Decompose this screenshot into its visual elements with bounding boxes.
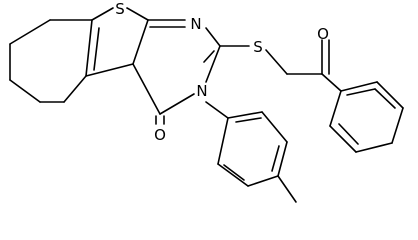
bond <box>132 63 161 115</box>
atom-label-n-upper: N <box>190 15 201 33</box>
atom-label-o-carbonyl: O <box>154 126 166 144</box>
bond <box>265 49 288 75</box>
bond <box>235 117 262 123</box>
bond <box>346 88 376 96</box>
bond <box>91 7 114 21</box>
bond <box>126 7 149 21</box>
bond <box>374 88 396 109</box>
bond <box>85 63 134 77</box>
atom-labels: S N S O N O <box>115 0 329 144</box>
bond <box>227 111 263 119</box>
bond <box>217 117 229 165</box>
bond <box>93 27 100 71</box>
atom-label-n-lower: N <box>196 82 207 100</box>
bond <box>338 123 359 145</box>
bond <box>63 75 87 103</box>
chemical-structure-diagram: S N S O N O <box>9 0 404 203</box>
bond <box>329 125 357 153</box>
bond <box>277 141 288 177</box>
bond <box>132 19 149 65</box>
bond <box>205 27 221 47</box>
bond <box>261 111 288 143</box>
bond <box>159 93 195 115</box>
bond <box>277 175 297 203</box>
bond <box>9 19 51 45</box>
bond <box>223 164 245 181</box>
atom-label-o-ketone: O <box>317 25 329 43</box>
bond <box>329 90 342 127</box>
bond <box>271 145 280 172</box>
bond <box>391 107 404 144</box>
bond <box>203 50 215 63</box>
bonds <box>9 7 404 203</box>
bond <box>205 45 221 83</box>
bond <box>247 175 279 187</box>
bond <box>205 101 229 119</box>
bond <box>376 81 404 109</box>
bond <box>355 142 393 153</box>
bond <box>340 81 378 92</box>
atom-label-s-ring: S <box>115 0 125 18</box>
bond <box>9 79 41 103</box>
bond <box>321 73 342 92</box>
bond <box>85 19 93 77</box>
atom-label-s-chain: S <box>253 38 263 56</box>
bond <box>217 163 249 187</box>
